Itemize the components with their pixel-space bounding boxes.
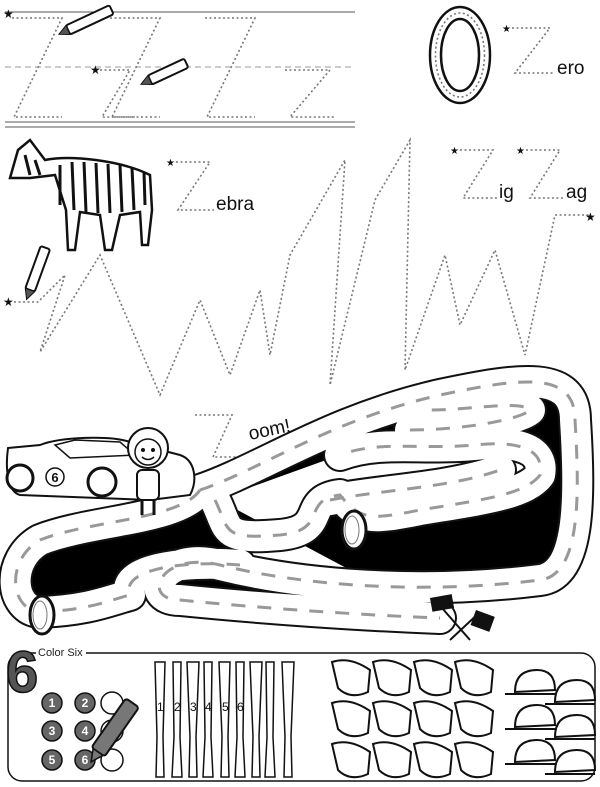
circle-number: 6: [82, 753, 89, 767]
bat-icon: [249, 661, 263, 778]
cap-icon: [505, 703, 557, 730]
circle-number: 3: [49, 724, 56, 738]
cap-icon: [545, 748, 597, 775]
bat-number: 2: [174, 700, 181, 714]
start-star-icon: ★: [90, 63, 101, 77]
cap-icon: [545, 678, 597, 705]
glove-icon: [412, 741, 454, 779]
race-driver-illustration: [127, 427, 169, 515]
bat-icon: [218, 661, 231, 778]
word-zig-zag: ★ ig ★ ag: [450, 146, 587, 203]
start-star-icon: ★: [166, 158, 175, 169]
crayon-icon: [90, 698, 139, 764]
cap-icon: [505, 738, 557, 765]
end-star-icon: ★: [585, 210, 596, 224]
glove-icon: [371, 700, 413, 738]
baseball-caps: [505, 668, 597, 775]
bat-number: 1: [157, 700, 164, 714]
big-zero-numeral: [428, 5, 492, 105]
circle-number: 5: [49, 753, 56, 767]
bat-number: 6: [237, 700, 244, 714]
color-six-title: Color Six: [38, 647, 83, 659]
color-six-section: 6 Color Six 1 2 3 4 5 6: [5, 639, 597, 782]
bat-icon: [234, 661, 246, 778]
glove-icon: [412, 659, 454, 697]
word-zero-text: ero: [557, 58, 584, 79]
bat-icon: [202, 661, 214, 778]
baseball-gloves: [330, 659, 495, 779]
word-zag-text: ag: [566, 182, 587, 203]
bat-icon: [281, 661, 295, 778]
tire-icon: [28, 594, 56, 636]
start-star-icon: ★: [502, 24, 511, 35]
circle-number: 4: [82, 724, 89, 738]
word-zero: ★ ero: [502, 24, 584, 79]
cap-icon: [545, 713, 597, 740]
glove-icon: [453, 700, 495, 738]
bat-number: 5: [222, 700, 229, 714]
glove-icon: [371, 659, 413, 697]
bat-icon: [171, 661, 183, 778]
glove-icon: [453, 741, 495, 779]
bat-icon: [154, 661, 166, 778]
baseball-bats: [154, 661, 295, 778]
word-zebra-text: ebra: [216, 194, 254, 215]
cap-icon: [505, 668, 557, 695]
glove-icon: [371, 741, 413, 779]
big-six-numeral: 6: [6, 640, 38, 705]
bat-icon: [264, 661, 276, 778]
glove-icon: [453, 659, 495, 697]
bat-number: 4: [205, 700, 212, 714]
pencil-icon: [57, 4, 114, 36]
zigzag-trace-path: [14, 136, 590, 398]
pencil-icon: [24, 245, 51, 301]
trace-letter-z-row: ★ ★: [3, 7, 335, 118]
race-track-maze: [16, 382, 578, 618]
word-zig-text: ig: [499, 182, 514, 203]
start-star-icon: ★: [450, 146, 459, 157]
start-star-icon: ★: [3, 7, 14, 21]
glove-icon: [330, 741, 372, 779]
circle-number: 1: [49, 696, 56, 710]
glove-icon: [412, 700, 454, 738]
checkered-flags-icon: [430, 594, 495, 641]
circle-number: 2: [82, 696, 89, 710]
glove-icon: [330, 659, 372, 697]
car-number: 6: [51, 470, 58, 485]
bat-number: 3: [190, 700, 197, 714]
word-zebra: ★ ebra: [166, 158, 254, 215]
start-star-icon: ★: [516, 146, 525, 157]
zebra-illustration: [8, 138, 154, 252]
glove-icon: [330, 700, 372, 738]
pencil-icon: [139, 58, 189, 86]
start-star-icon: ★: [3, 295, 14, 309]
tire-icon: [340, 509, 368, 551]
bat-icon: [186, 661, 200, 778]
